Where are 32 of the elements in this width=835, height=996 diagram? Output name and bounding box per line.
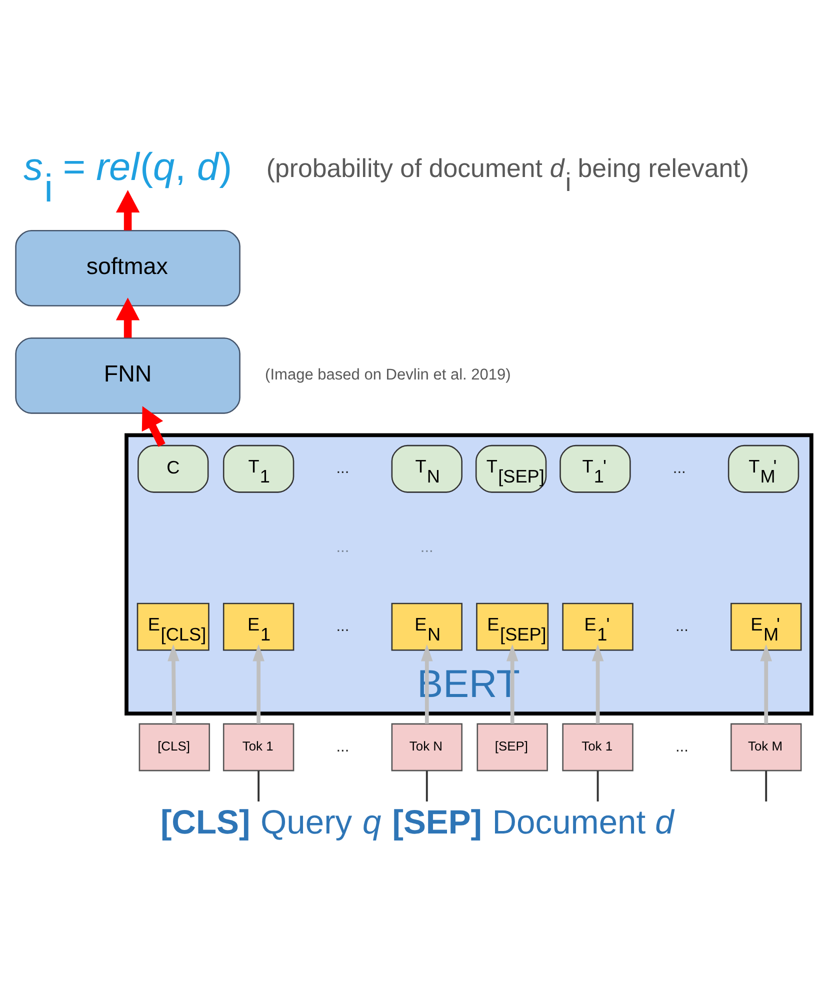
connector	[426, 770, 428, 802]
node-box: [SEP]	[476, 723, 548, 772]
node-box: Tok N	[391, 723, 462, 772]
label: ...	[336, 460, 350, 477]
arrow	[252, 644, 264, 724]
connector	[765, 770, 768, 802]
label: ...	[672, 460, 686, 477]
arrow	[420, 644, 433, 724]
arrow	[760, 644, 772, 724]
label: (Image based on Devlin et al. 2019)	[265, 366, 511, 384]
node-box: C	[138, 444, 209, 493]
label: ...	[336, 738, 350, 756]
label: ...	[420, 538, 434, 556]
arrow	[142, 406, 166, 447]
label: ...	[675, 618, 688, 635]
node-box: softmax	[15, 230, 240, 306]
caption: [CLS] Query q [SEP] Document d	[160, 804, 674, 842]
label: ...	[336, 538, 350, 556]
label: ...	[336, 618, 350, 635]
arrow	[116, 298, 140, 338]
connector	[596, 770, 599, 802]
node-box: Tok 1	[222, 723, 294, 772]
connector	[258, 770, 260, 802]
node-box: Tok M	[730, 723, 802, 772]
node-box: FNN	[15, 337, 240, 414]
arrow	[168, 644, 180, 724]
label: ...	[675, 738, 688, 756]
arrow	[116, 190, 140, 230]
node-box: [CLS]	[138, 723, 210, 772]
node-box: Tok 1	[562, 723, 634, 772]
arrow	[592, 644, 604, 724]
arrow	[506, 644, 518, 724]
